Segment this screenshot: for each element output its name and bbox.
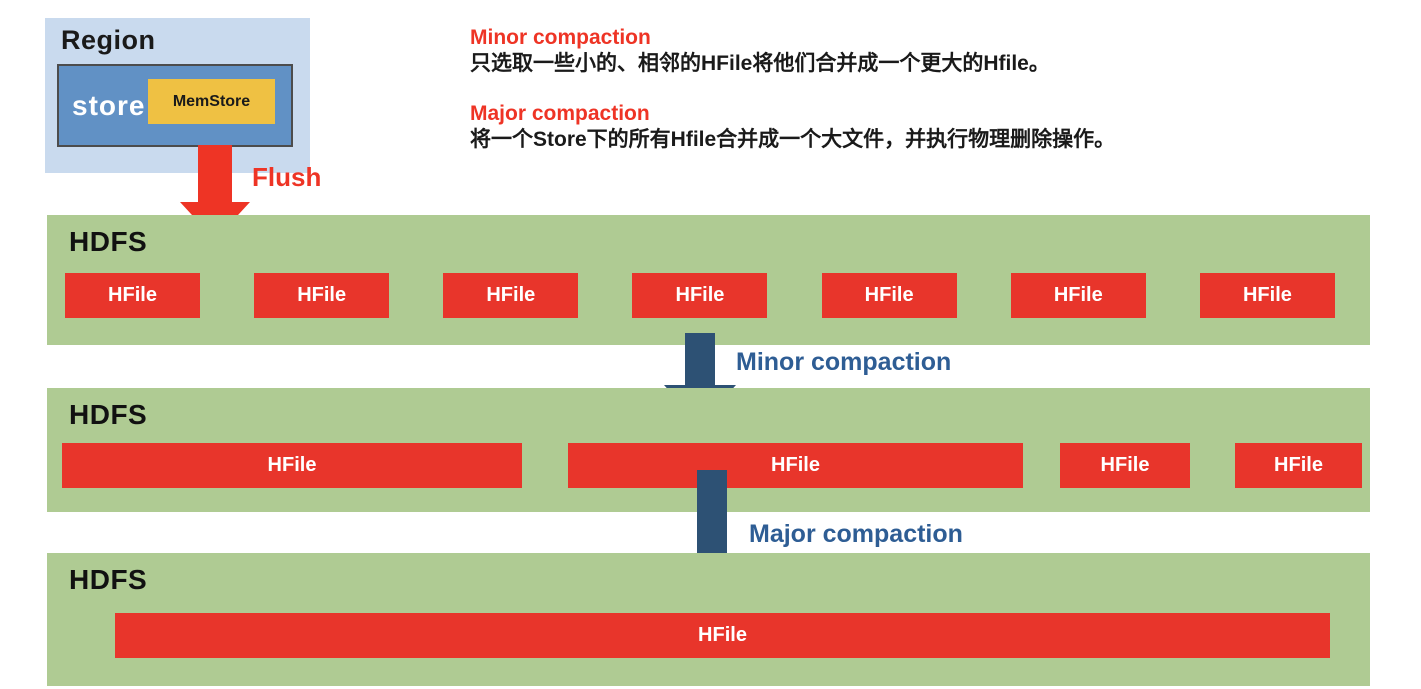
hfile-block: HFile [1010, 273, 1146, 318]
hdfs-layer-1: HDFS HFile HFile HFile HFile HFile HFile… [47, 215, 1370, 345]
hfile-block: HFile [65, 273, 200, 318]
major-compaction-description: 将一个Store下的所有Hfile合并成一个大文件，并执行物理删除操作。 [470, 128, 1116, 151]
hfile-block: HFile [1199, 273, 1335, 318]
hfile-block: HFile [115, 613, 1330, 658]
hfile-block: HFile [254, 273, 390, 318]
hfile-block: HFile [821, 273, 957, 318]
hdfs-layer-2-files: HFile HFile HFile HFile [47, 443, 1370, 488]
region-title: Region [61, 25, 156, 55]
hdfs-layer-1-files: HFile HFile HFile HFile HFile HFile HFil… [47, 273, 1370, 318]
hfile-block: HFile [1060, 443, 1190, 488]
hdfs-layer-3-files: HFile [115, 613, 1330, 658]
minor-compaction-arrow-label: Minor compaction [736, 348, 952, 376]
hfile-block: HFile [443, 273, 579, 318]
hfile-block: HFile [568, 443, 1023, 488]
hfile-block: HFile [1235, 443, 1362, 488]
hfile-block: HFile [62, 443, 522, 488]
region-box: Region store MemStore [45, 18, 310, 173]
major-compaction-title: Major compaction [470, 102, 650, 125]
hdfs-layer-1-title: HDFS [69, 226, 148, 257]
compaction-legend: Minor compaction 只选取一些小的、相邻的HFile将他们合并成一… [470, 25, 1390, 153]
store-label: store [72, 89, 146, 121]
hfile-block: HFile [632, 273, 768, 318]
minor-compaction-title: Minor compaction [470, 26, 651, 49]
memstore-box: MemStore [148, 79, 275, 124]
legend-spacer [470, 77, 1390, 101]
hdfs-layer-2-title: HDFS [69, 399, 148, 430]
hdfs-layer-3: HDFS HFile [47, 553, 1370, 686]
minor-compaction-description: 只选取一些小的、相邻的HFile将他们合并成一个更大的Hfile。 [470, 52, 1050, 75]
flush-label: Flush [252, 162, 322, 192]
hdfs-layer-2: HDFS HFile HFile HFile HFile [47, 388, 1370, 512]
major-compaction-arrow-label: Major compaction [749, 520, 963, 548]
store-box: store MemStore [57, 64, 293, 147]
hdfs-layer-3-title: HDFS [69, 564, 148, 595]
